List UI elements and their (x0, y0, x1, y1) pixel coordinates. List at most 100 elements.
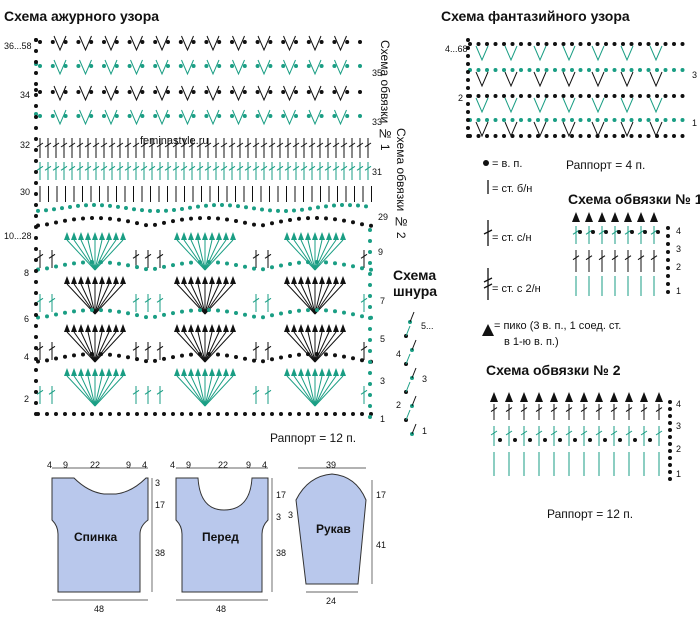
fan-stitch (176, 331, 206, 363)
chain-dot (617, 230, 621, 234)
stitch-bar (611, 229, 619, 235)
chain-dot (345, 90, 350, 94)
chain-dot (255, 90, 260, 94)
chain-dot (102, 90, 106, 94)
v-stitch (308, 59, 322, 76)
fan-stitch (66, 331, 96, 363)
dim-label: 4 (47, 460, 53, 470)
chain-dot (595, 68, 600, 72)
row-number: 2 (676, 262, 682, 272)
picot-mark (209, 276, 215, 284)
chain-dot (34, 258, 38, 262)
stitch-bar (36, 345, 44, 351)
stitch-bar (124, 165, 132, 171)
chain-dot (315, 260, 319, 265)
chain-dot (369, 267, 373, 272)
stitch-bar (360, 297, 368, 303)
stitch-bar (264, 345, 272, 351)
picot-mark (326, 324, 332, 332)
chain-dot (324, 260, 328, 265)
stitch-bar (490, 407, 498, 413)
chain-dot (191, 114, 196, 118)
picot-mark (71, 324, 77, 332)
picot-mark (611, 212, 619, 222)
picot-mark (209, 368, 215, 376)
chain-dot (621, 68, 625, 72)
stitch-bar (156, 165, 164, 171)
dim-label: 17 (155, 500, 166, 510)
chain-dot (663, 134, 668, 138)
picot-mark (202, 276, 208, 284)
chain-dot (358, 64, 362, 68)
stitch-bar (36, 389, 44, 395)
chain-dot (34, 401, 38, 405)
chain-dot (153, 90, 158, 94)
chain-dot (342, 218, 346, 223)
chain-dot (34, 324, 38, 328)
chain-dot (466, 54, 470, 58)
picot-mark (298, 276, 304, 284)
stitch-bar (565, 430, 573, 436)
chain-dot (268, 114, 273, 118)
fan-stitch (190, 283, 206, 315)
chain-dot (510, 94, 515, 98)
picot-mark (291, 324, 297, 332)
stitch-bar (164, 165, 172, 171)
legend-picot-line2: в 1-ю в. п.) (504, 336, 559, 348)
chain-dot (180, 261, 184, 266)
chain-dot (230, 64, 234, 68)
chain-dot (34, 335, 38, 339)
fan-stitch (204, 331, 220, 363)
back-label: Спинка (74, 530, 118, 544)
chain-dot (587, 94, 591, 98)
chain-dot (89, 64, 94, 68)
row-number: 32 (20, 140, 31, 150)
picot-mark (113, 276, 119, 284)
picot-mark (340, 232, 346, 240)
v-stitch (649, 97, 663, 114)
stitch-bar (260, 142, 268, 148)
picot-mark (340, 276, 346, 284)
chain-dot (198, 412, 202, 416)
v-stitch (620, 71, 634, 88)
chain-dot (279, 355, 283, 360)
v-stitch (533, 71, 547, 88)
dim-label: 4 (142, 460, 148, 470)
chain-dot (34, 159, 38, 163)
v-stitch (257, 59, 271, 76)
chain-dot (324, 216, 328, 221)
picot-mark (340, 368, 346, 376)
stitch-bar (100, 142, 108, 148)
chain-dot (68, 204, 72, 209)
stitch-bar (324, 142, 332, 148)
chain-dot (198, 352, 202, 357)
dim-label: 22 (218, 460, 229, 470)
fan-stitch (94, 283, 117, 315)
stitch-bar (610, 430, 618, 436)
chain-dot (466, 46, 470, 50)
cord-stitch (405, 353, 411, 365)
v-stitch (232, 109, 245, 126)
stitch-bar (650, 255, 658, 261)
chain-dot (578, 94, 583, 98)
chain-dot (114, 64, 119, 68)
row-number: 2 (396, 400, 402, 410)
picot-mark (195, 324, 201, 332)
picot-mark (319, 232, 325, 240)
picot-mark (85, 368, 91, 376)
picot-mark (99, 276, 105, 284)
chain-dot (279, 412, 283, 416)
chain-dot (306, 216, 310, 221)
chain-dot (368, 327, 372, 331)
chain-dot (204, 90, 209, 94)
chain-dot (528, 438, 532, 442)
chain-dot (666, 226, 670, 230)
stitch-bar (316, 142, 324, 148)
v-stitch (533, 45, 547, 62)
fan-stitch (94, 283, 110, 315)
stitch-bar (212, 165, 220, 171)
chain-dot (34, 203, 38, 207)
chain-dot (198, 260, 202, 265)
picot-mark (120, 324, 126, 332)
picot-mark (92, 324, 98, 332)
